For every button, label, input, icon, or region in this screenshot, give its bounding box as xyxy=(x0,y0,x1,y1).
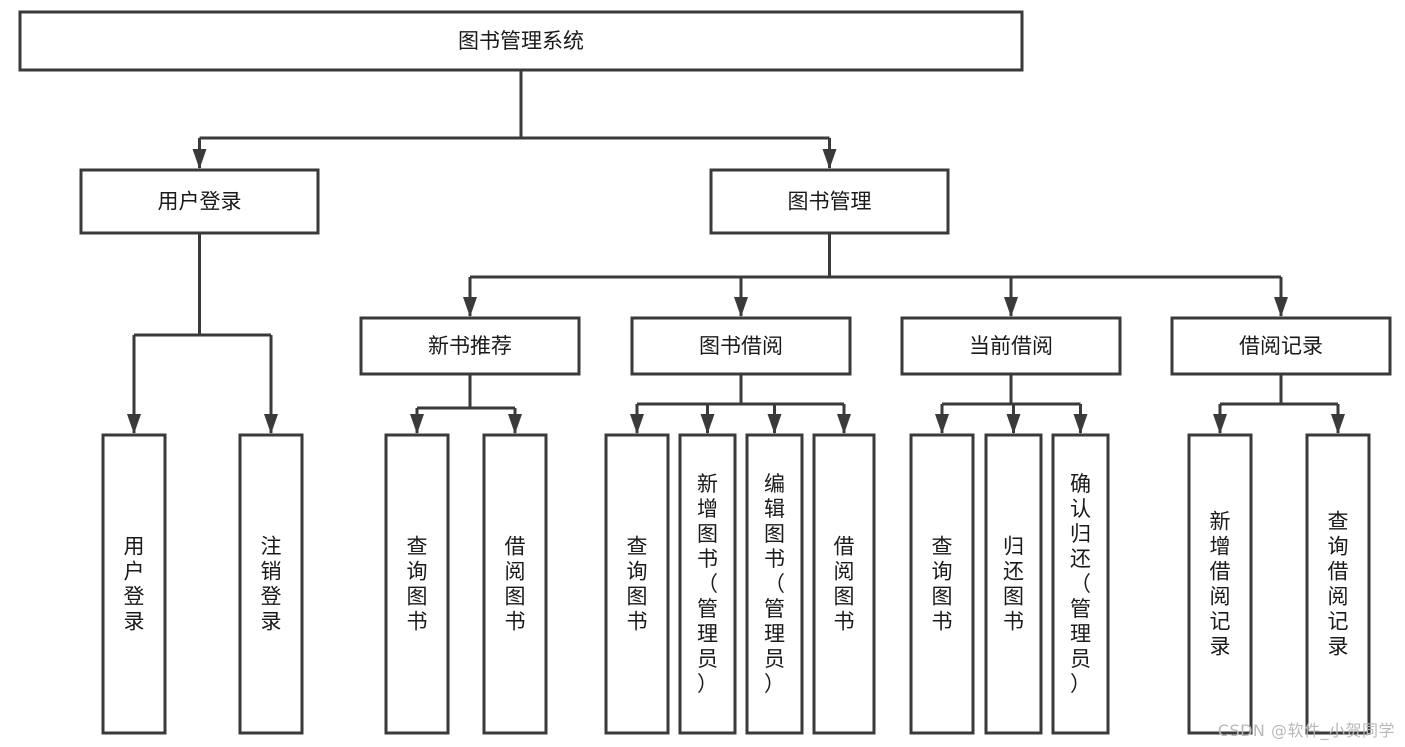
arrow-head-icon xyxy=(410,414,424,434)
node-leaf-add-book[interactable]: 新增图书（管理员） xyxy=(678,433,737,735)
watermark-label: CSDN @软件_小贺同学 xyxy=(1217,721,1395,740)
node-book-manage-label: 图书管理 xyxy=(788,190,872,214)
node-leaf-edit-book[interactable]: 编辑图书（管理员） xyxy=(745,433,804,735)
node-leaf-user-login-rect xyxy=(101,433,167,735)
node-leaf-query-record-rect xyxy=(1305,433,1371,735)
arrow-head-icon xyxy=(734,297,748,317)
connector-lines xyxy=(127,70,1345,434)
node-leaf-query-book-3-rect xyxy=(909,433,975,735)
node-book-borrow-label: 图书借阅 xyxy=(699,334,783,358)
node-borrow-record-rect xyxy=(1170,316,1392,376)
node-new-book-recommend-rect xyxy=(359,316,581,376)
node-leaf-query-book-3[interactable]: 查询图书 xyxy=(909,433,975,735)
node-leaf-add-record[interactable]: 新增借阅记录 xyxy=(1187,433,1253,735)
arrow-head-icon xyxy=(508,414,522,434)
node-book-manage[interactable]: 图书管理 xyxy=(709,168,950,235)
arrow-head-icon xyxy=(264,414,278,434)
arrow-head-icon xyxy=(1006,414,1021,434)
node-root-system[interactable]: 图书管理系统 xyxy=(18,10,1024,72)
node-leaf-query-record-label: 查询借阅记录 xyxy=(1328,510,1349,659)
node-leaf-query-book-3-label: 查询图书 xyxy=(932,535,953,634)
node-leaf-query-book-2-rect xyxy=(604,433,670,735)
node-new-book-recommend-label: 新书推荐 xyxy=(428,334,512,358)
arrow-head-icon xyxy=(1004,297,1018,317)
node-leaf-confirm-return-rect xyxy=(1051,433,1110,735)
node-current-borrow-label: 当前借阅 xyxy=(969,334,1053,358)
node-borrow-record[interactable]: 借阅记录 xyxy=(1170,316,1392,376)
node-leaf-confirm-return[interactable]: 确认归还（管理员） xyxy=(1051,433,1110,735)
arrow-head-icon xyxy=(1213,414,1227,434)
arrow-head-icon xyxy=(127,414,141,434)
arrow-head-icon xyxy=(700,414,715,434)
arrow-head-icon xyxy=(935,414,949,434)
node-leaf-add-record-rect xyxy=(1187,433,1253,735)
node-leaf-add-book-rect xyxy=(678,433,737,735)
node-leaf-add-book-label: 新增图书（管理员） xyxy=(697,472,718,696)
node-leaf-query-book-1-label: 查询图书 xyxy=(407,535,428,634)
arrow-head-icon xyxy=(822,149,837,169)
arrow-head-icon xyxy=(1274,297,1288,317)
node-root-system-label: 图书管理系统 xyxy=(458,29,584,53)
node-leaf-add-record-label: 新增借阅记录 xyxy=(1210,510,1231,659)
node-current-borrow-rect xyxy=(900,316,1122,376)
node-leaf-return-book[interactable]: 归还图书 xyxy=(984,433,1043,735)
node-boxes: 图书管理系统用户登录图书管理新书推荐图书借阅当前借阅借阅记录用户登录注销登录查询… xyxy=(18,10,1392,735)
node-leaf-confirm-return-label: 确认归还（管理员） xyxy=(1070,472,1091,696)
node-leaf-edit-book-rect xyxy=(745,433,804,735)
node-leaf-query-book-1[interactable]: 查询图书 xyxy=(384,433,450,735)
node-new-book-recommend[interactable]: 新书推荐 xyxy=(359,316,581,376)
node-current-borrow[interactable]: 当前借阅 xyxy=(900,316,1122,376)
node-leaf-user-logout[interactable]: 注销登录 xyxy=(238,433,304,735)
node-leaf-query-book-2[interactable]: 查询图书 xyxy=(604,433,670,735)
node-leaf-user-logout-label: 注销登录 xyxy=(261,535,282,634)
arrow-head-icon xyxy=(837,414,851,434)
node-leaf-user-login-label: 用户登录 xyxy=(124,535,145,634)
node-borrow-record-label: 借阅记录 xyxy=(1239,334,1323,358)
arrow-head-icon xyxy=(1331,414,1345,434)
node-leaf-borrow-book-2-rect xyxy=(812,433,876,735)
node-leaf-query-book-2-label: 查询图书 xyxy=(627,535,648,634)
node-leaf-borrow-book-1[interactable]: 借阅图书 xyxy=(482,433,548,735)
node-user-login-rect xyxy=(79,168,320,235)
arrow-head-icon xyxy=(767,414,782,434)
node-leaf-query-book-1-rect xyxy=(384,433,450,735)
node-leaf-borrow-book-2-label: 借阅图书 xyxy=(834,535,855,634)
node-leaf-return-book-rect xyxy=(984,433,1043,735)
node-leaf-borrow-book-2[interactable]: 借阅图书 xyxy=(812,433,876,735)
node-root-system-rect xyxy=(18,10,1024,72)
node-book-borrow-rect xyxy=(630,316,852,376)
node-user-login-label: 用户登录 xyxy=(158,190,242,214)
node-book-manage-rect xyxy=(709,168,950,235)
node-leaf-return-book-label: 归还图书 xyxy=(1003,535,1024,634)
node-book-borrow[interactable]: 图书借阅 xyxy=(630,316,852,376)
node-leaf-user-login[interactable]: 用户登录 xyxy=(101,433,167,735)
arrow-head-icon xyxy=(192,149,207,169)
node-leaf-query-record[interactable]: 查询借阅记录 xyxy=(1305,433,1371,735)
arrow-head-icon xyxy=(630,414,644,434)
node-user-login[interactable]: 用户登录 xyxy=(79,168,320,235)
node-leaf-edit-book-label: 编辑图书（管理员） xyxy=(764,472,785,696)
arrow-head-icon xyxy=(1073,414,1088,434)
arrow-head-icon xyxy=(463,297,477,317)
node-leaf-borrow-book-1-label: 借阅图书 xyxy=(505,535,526,634)
node-leaf-user-logout-rect xyxy=(238,433,304,735)
node-leaf-borrow-book-1-rect xyxy=(482,433,548,735)
